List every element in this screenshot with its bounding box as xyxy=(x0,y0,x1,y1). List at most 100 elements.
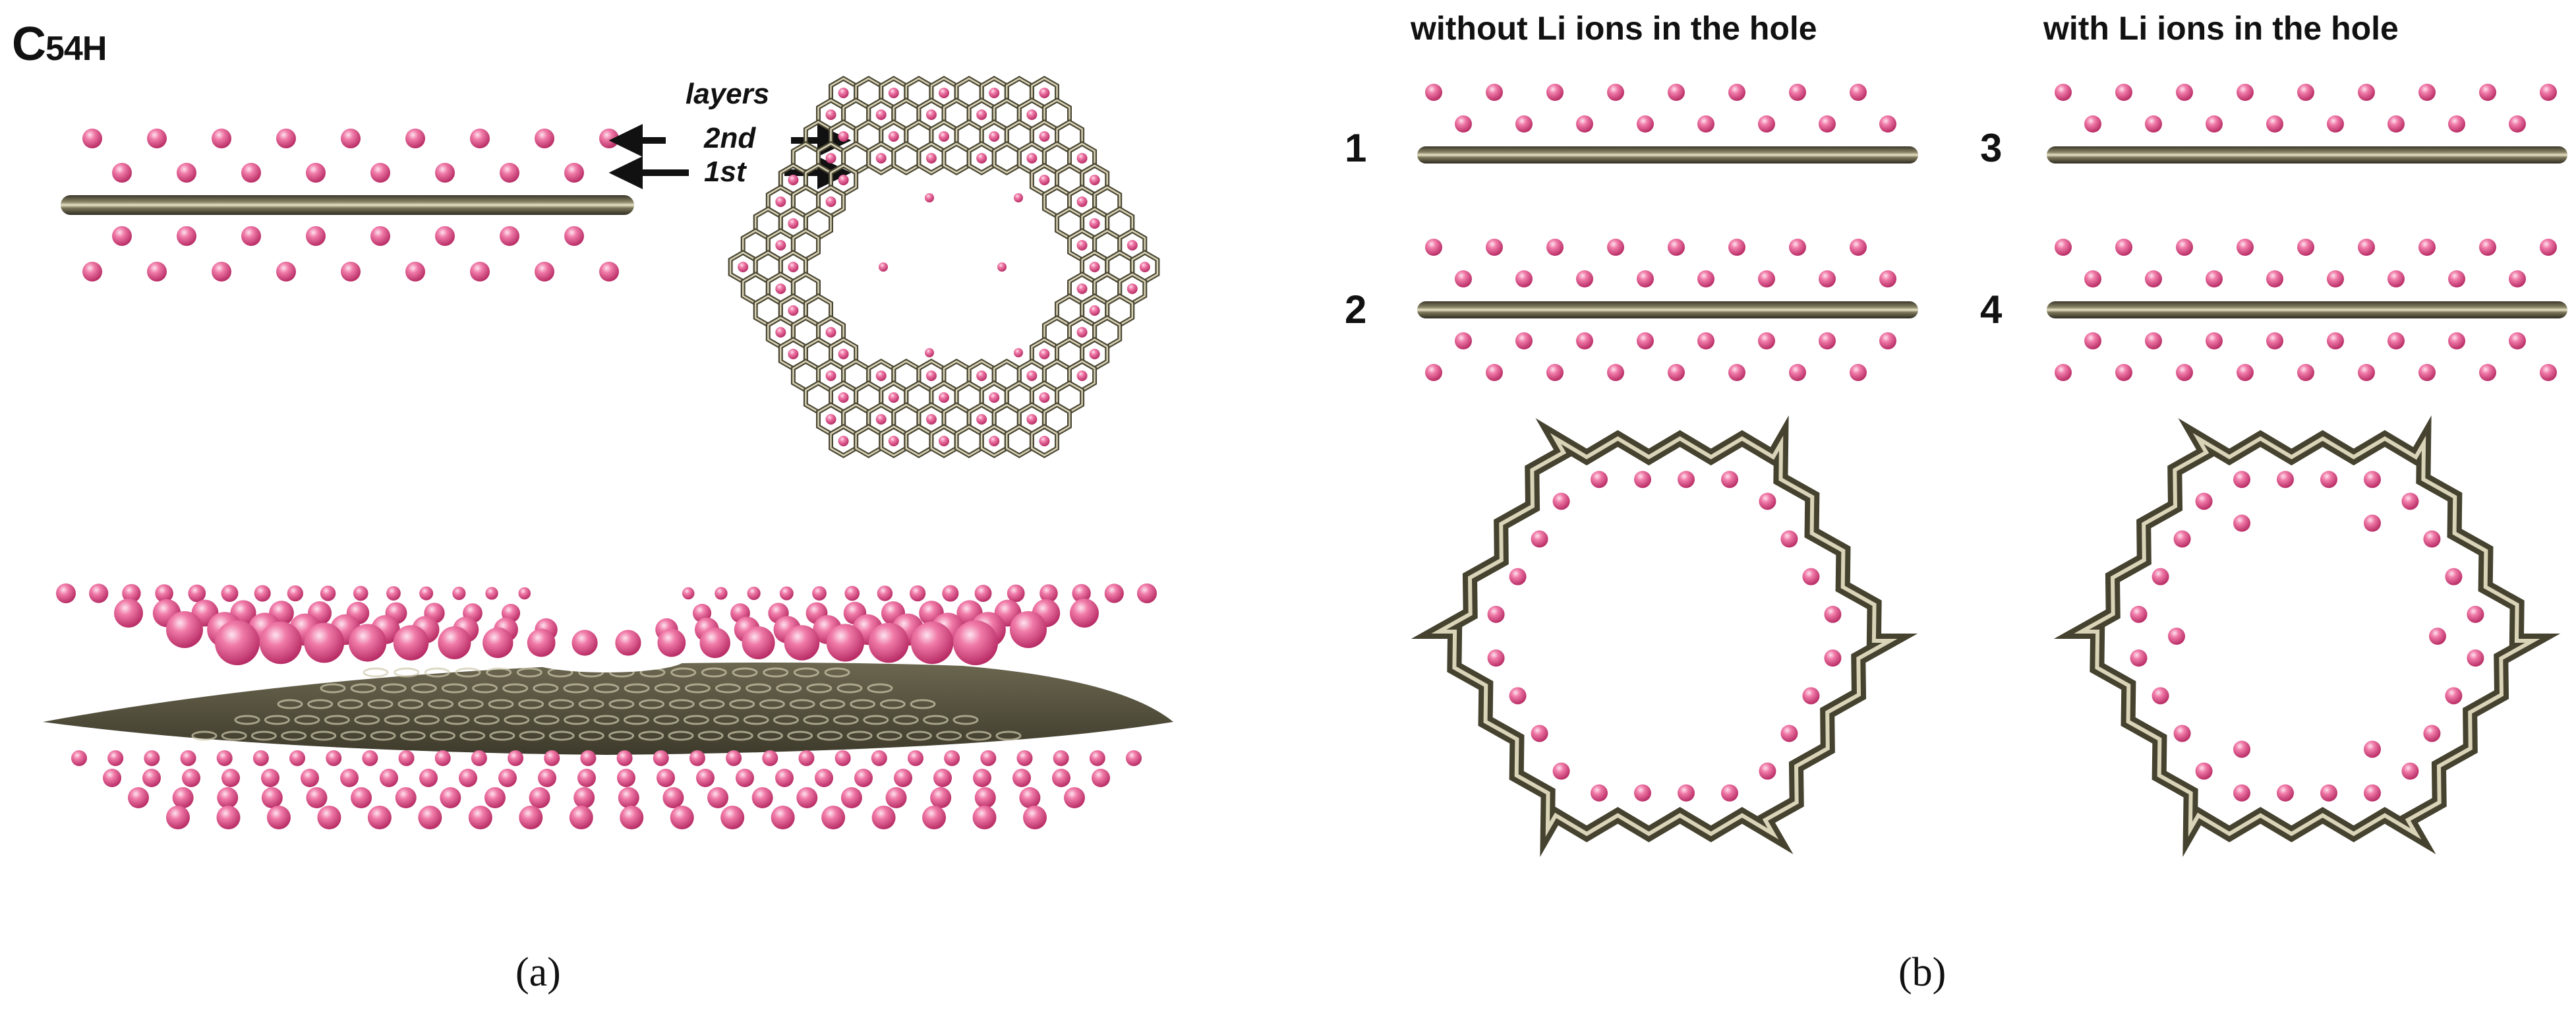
li-ion-perspective xyxy=(1064,787,1085,808)
perspective-hex xyxy=(264,715,290,725)
li-ion xyxy=(500,226,519,246)
li-ion xyxy=(2358,84,2375,101)
li-ion-perspective xyxy=(1007,584,1025,603)
perspective-hex xyxy=(397,699,424,709)
li-ion xyxy=(2479,239,2496,256)
perspective-hex xyxy=(578,730,604,741)
li-ion xyxy=(2084,270,2101,287)
li-ion-perspective xyxy=(953,620,998,665)
li-ion xyxy=(2297,84,2314,101)
li-ion-edge xyxy=(2364,471,2381,489)
li-ion-perspective xyxy=(854,769,873,787)
panel-b-ring-with-li xyxy=(2053,415,2561,857)
perspective-hex xyxy=(727,730,753,741)
li-ion-edge xyxy=(1634,471,1651,489)
perspective-hex xyxy=(668,730,694,741)
li-ion-perspective xyxy=(393,625,429,661)
perspective-hex xyxy=(639,699,665,709)
li-ion xyxy=(2418,84,2436,101)
li-ion-perspective xyxy=(215,620,260,665)
li-ion xyxy=(112,226,132,246)
li-ion xyxy=(2115,84,2132,101)
perspective-hex xyxy=(715,683,741,694)
li-ion-perspective xyxy=(812,586,827,601)
li-ion-perspective xyxy=(885,787,907,808)
perspective-hex xyxy=(684,683,711,694)
carbon-ring-highlight xyxy=(905,425,933,457)
li-ion-edge xyxy=(1552,492,1570,510)
li-ion xyxy=(2176,239,2193,256)
perspective-hex xyxy=(519,730,545,741)
li-ion-edge xyxy=(2152,568,2169,585)
li-ion-top-view xyxy=(825,414,836,425)
formula-label: C54H xyxy=(12,18,107,71)
li-ion xyxy=(1728,84,1745,101)
panel-b-side-views xyxy=(1417,84,2567,381)
li-ion-perspective xyxy=(1052,769,1070,787)
li-ion xyxy=(1850,364,1867,381)
li-ion xyxy=(1879,115,1896,133)
li-ion-top-view xyxy=(838,131,849,142)
li-ion-perspective xyxy=(974,585,992,602)
li-ion-edge xyxy=(2173,530,2191,548)
li-ion-perspective xyxy=(216,806,241,829)
li-ion xyxy=(2509,115,2526,133)
li-ion-perspective xyxy=(657,628,686,657)
li-ion xyxy=(2115,364,2132,381)
perspective-hex xyxy=(563,683,589,694)
perspective-hex xyxy=(518,699,544,709)
li-ion-perspective xyxy=(340,769,359,787)
perspective-hex xyxy=(307,699,334,709)
li-ion-perspective xyxy=(871,750,887,766)
li-ion-edge xyxy=(1552,762,1570,780)
li-ion xyxy=(435,163,455,183)
li-ion-top-view xyxy=(788,262,799,272)
li-ion-top-view xyxy=(989,131,1000,142)
li-ion-perspective xyxy=(796,787,818,808)
li-ion-top-view xyxy=(775,196,786,207)
li-ion-perspective xyxy=(1039,584,1058,603)
li-ion xyxy=(1425,364,1442,381)
perspective-hex xyxy=(593,715,620,725)
perspective-hex xyxy=(221,730,247,741)
li-ion-perspective xyxy=(107,750,124,766)
li-ion-perspective xyxy=(942,585,959,602)
perspective-hex xyxy=(759,699,785,709)
li-ion-top-view xyxy=(1039,349,1050,359)
li-ion xyxy=(2509,332,2526,349)
li-ion-perspective xyxy=(670,806,694,829)
li-ion-perspective xyxy=(254,585,271,602)
perspective-hex xyxy=(701,667,727,678)
perspective-hex xyxy=(399,730,426,741)
carbon-ring-highlight xyxy=(1006,425,1033,457)
li-ion xyxy=(405,262,425,282)
li-ion-in-hole xyxy=(2364,740,2381,758)
li-ion-perspective xyxy=(419,769,438,787)
li-ion-perspective xyxy=(395,787,417,808)
li-ion xyxy=(1515,270,1533,287)
heading-without-li: without Li ions in the hole xyxy=(1411,10,1817,47)
li-ion-perspective xyxy=(907,750,923,766)
li-ion-perspective xyxy=(221,585,239,602)
li-ion-top-view xyxy=(939,392,949,403)
graphene-perspective-hexes xyxy=(191,667,1022,741)
perspective-hex xyxy=(472,683,498,694)
li-ion-perspective xyxy=(779,586,794,601)
li-ion xyxy=(1425,84,1442,101)
li-ion-in-hole xyxy=(2429,628,2446,645)
perspective-hex xyxy=(713,715,740,725)
li-ion xyxy=(2448,270,2465,287)
li-ion-top-view xyxy=(925,371,937,381)
li-ion-top-view xyxy=(939,88,949,98)
li-ion-edge xyxy=(1802,687,1820,705)
li-ion-perspective xyxy=(89,583,109,603)
perspective-hex xyxy=(670,667,697,678)
layer-1st-label: 1st xyxy=(704,156,746,188)
li-ion-perspective xyxy=(577,769,596,787)
li-ion-edge xyxy=(1531,530,1548,548)
li-ion-in-hole xyxy=(925,348,934,357)
li-ion-edge xyxy=(2173,725,2191,742)
perspective-hex xyxy=(593,683,620,694)
li-ion xyxy=(1515,332,1533,349)
li-ion-perspective xyxy=(840,787,862,808)
